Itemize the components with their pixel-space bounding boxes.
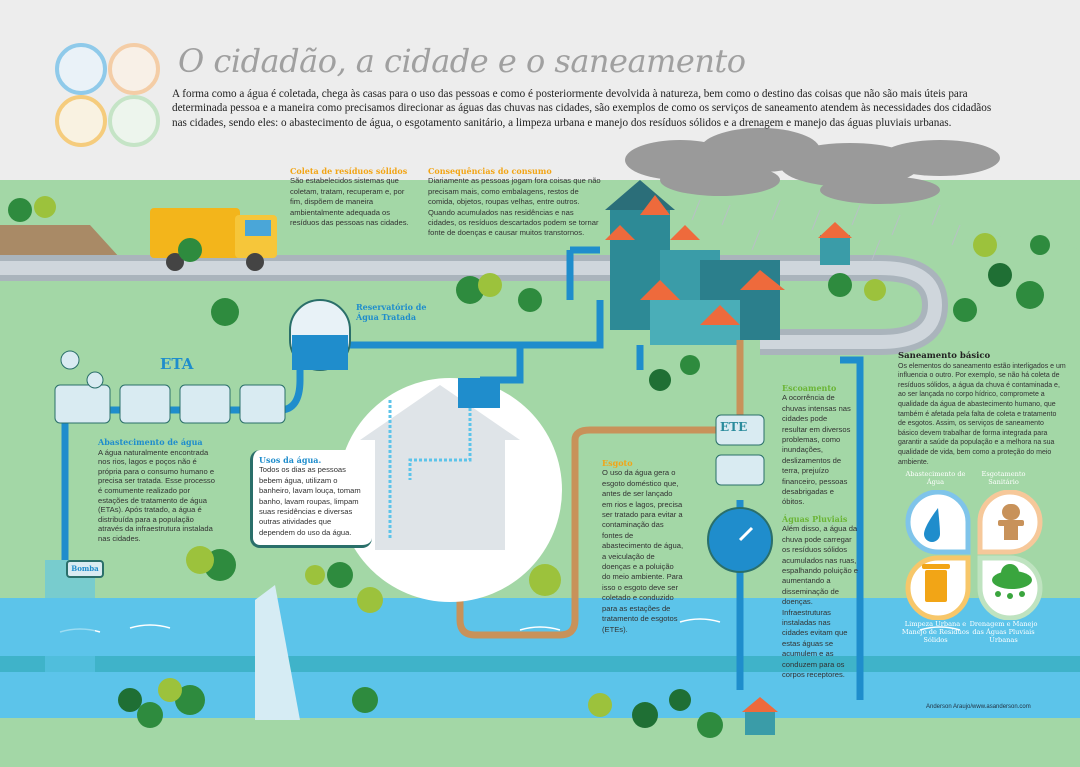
ete-treatment-plant [707, 414, 773, 573]
water-drop-icon [924, 508, 940, 542]
pump-label: Bomba [71, 564, 99, 573]
ete-label: ETE [720, 420, 748, 434]
section-text: Todos os dias as pessoas bebem água, uti… [259, 465, 361, 537]
credit: Anderson Araujo/www.asanderson.com [926, 704, 1031, 710]
page-title: O cidadão, a cidade e o saneamento [178, 42, 746, 80]
section-heading: Usos da água. [259, 455, 322, 465]
section-text: Diariamente as pessoas jogam fora coisas… [428, 176, 601, 238]
dam [255, 585, 300, 720]
section-escoamento: Escoamento A ocorrência de chuvas intens… [782, 383, 854, 508]
intro-paragraph: A forma como a água é coletada, chega às… [172, 88, 992, 129]
water-tank [458, 378, 500, 408]
reservoir-label: Reservatório de Água Tratada [356, 302, 427, 322]
section-heading: Saneamento básico [898, 351, 991, 361]
section-heading: Águas Pluviais [782, 514, 848, 524]
city-buildings [605, 180, 852, 345]
garbage-truck [150, 208, 240, 258]
sanitation-pillars [905, 490, 1043, 620]
eta-label: ETA [160, 355, 194, 373]
trees [8, 196, 1050, 738]
eta-treatment-tanks [54, 350, 286, 424]
pump-box: Bomba [66, 560, 104, 578]
trash-can-icon [922, 564, 950, 602]
pillar-label: Limpeza Urbana e Manejo de Resíduos Sóli… [901, 620, 970, 644]
section-text: A ocorrência de chuvas intensas nas cida… [782, 393, 851, 507]
section-heading: Consequências do consumo [428, 166, 552, 176]
pillar-label: Abastecimento de Água [905, 470, 966, 486]
section-coleta: Coleta de resíduos sólidos São estabelec… [290, 166, 418, 228]
section-pluviais: Águas Pluviais Além disso, a água da chu… [782, 514, 858, 681]
section-consequencias: Consequências do consumo Diariamente as … [428, 166, 603, 239]
pillar-label: Esgotamento Sanitário [981, 470, 1026, 486]
rain-cloud-icon [992, 564, 1032, 599]
section-text: A água naturalmente encontrada nos rios,… [98, 447, 215, 543]
section-heading: Abastecimento de água [98, 437, 203, 447]
sanitation-logo [55, 43, 160, 147]
section-heading: Escoamento [782, 383, 837, 393]
toilet-icon [998, 504, 1024, 540]
section-text: São estabelecidos sistemas que coletam, … [290, 176, 409, 228]
section-heading: Esgoto [602, 458, 633, 468]
rain-clouds [625, 128, 1000, 204]
section-abastecimento: Abastecimento de água A água naturalment… [98, 437, 218, 544]
pillar-label: Drenagem e Manejo das Águas Pluviais Urb… [969, 620, 1038, 644]
usos-box: Usos da água. Todos os dias as pessoas b… [250, 450, 372, 548]
section-text: Os elementos do saneamento estão interli… [898, 362, 1066, 466]
section-text: O uso da água gera o esgoto doméstico qu… [602, 468, 684, 634]
section-heading: Coleta de resíduos sólidos [290, 166, 408, 176]
section-saneamento: Saneamento básico Os elementos do saneam… [898, 351, 1066, 467]
section-esgoto: Esgoto O uso da água gera o esgoto domés… [602, 458, 684, 635]
section-text: Além disso, a água da chuva pode carrega… [782, 524, 859, 680]
